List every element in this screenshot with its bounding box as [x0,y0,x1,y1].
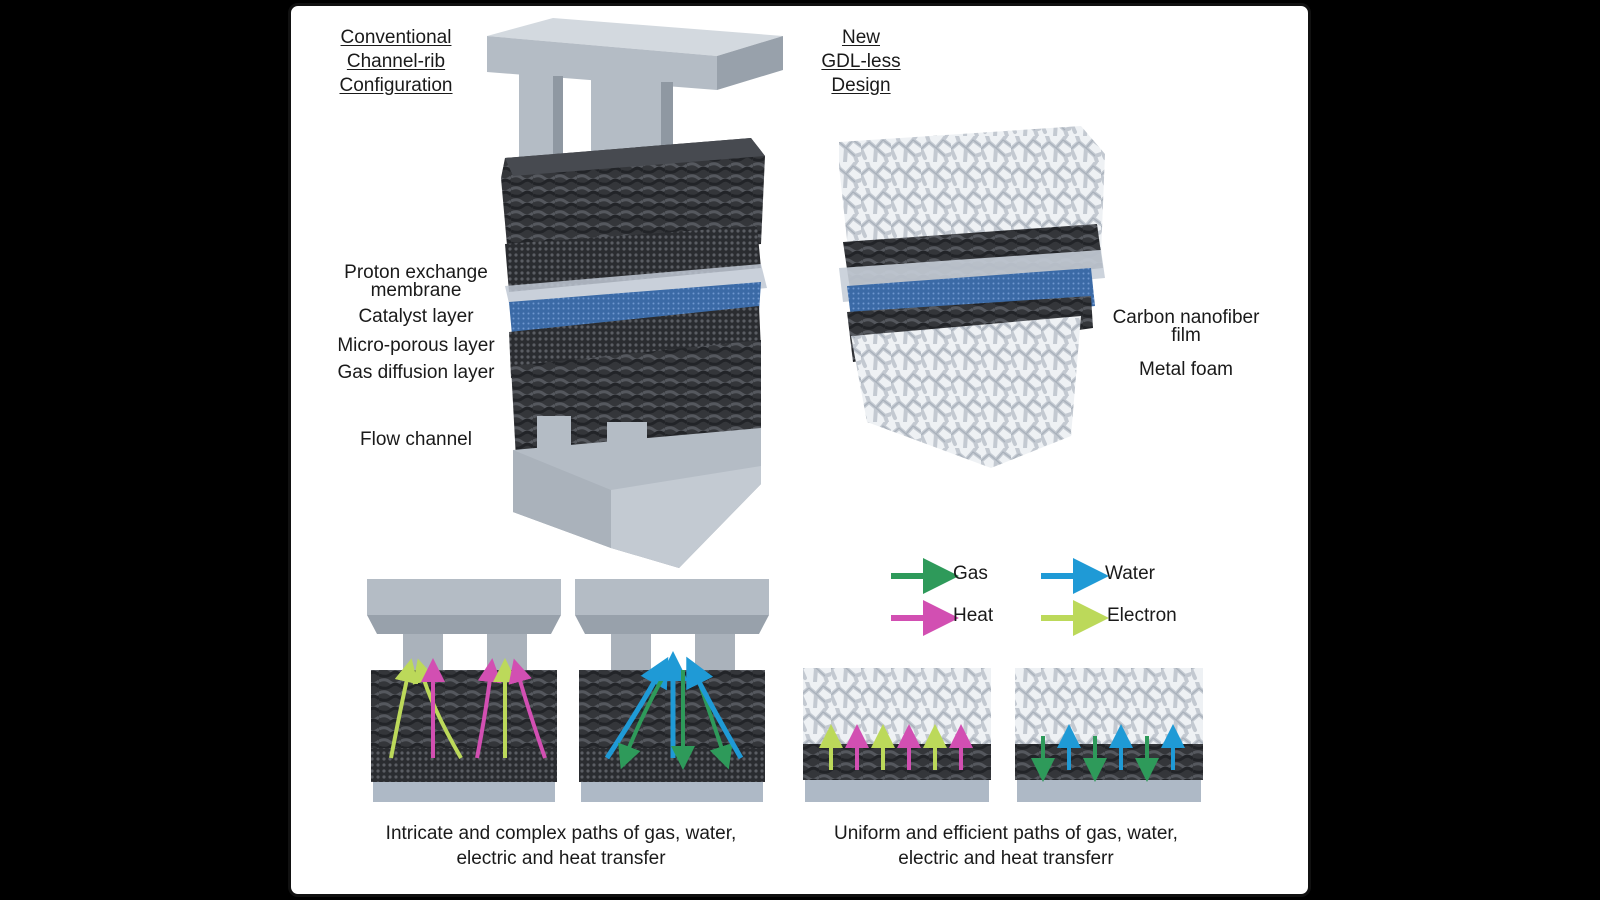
label-gas-diffusion-layer: Gas diffusion layer [337,362,495,383]
label-pem-line-2: membrane [370,280,462,301]
label-flow-channel: Flow channel [360,429,472,450]
legend-electron: Electron [1107,605,1177,626]
right-title-line-2: GDL-less [821,51,901,72]
gdl-less-detail-2 [1015,668,1203,802]
diagram-art [367,18,1203,802]
conventional-stack [487,18,783,568]
label-proton-exchange-membrane: Proton exchange membrane [321,262,511,301]
label-carbon-nanofiber-film: Carbon nanofiber film [1097,307,1275,346]
left-title-line-2: Channel-rib [346,51,446,72]
label-cnf-line-2: film [1171,325,1201,346]
left-title-line-3: Configuration [339,75,453,96]
gdl-less-stack [839,126,1105,468]
caption-left-line-2: electric and heat transfer [456,848,666,869]
label-catalyst-layer: Catalyst layer [358,306,474,327]
caption-right: Uniform and efficient paths of gas, wate… [796,821,1216,871]
gdl-less-detail-1 [803,668,991,802]
legend-heat: Heat [953,605,994,626]
caption-right-line-1: Uniform and efficient paths of gas, wate… [834,823,1178,844]
legend-gas: Gas [953,563,988,584]
right-title-line-1: New [841,27,880,48]
left-title-line-1: Conventional [340,27,452,48]
label-micro-porous-layer: Micro-porous layer [337,335,495,356]
conventional-detail-2 [575,579,769,802]
left-title: Conventional Channel-rib Configuration [321,26,471,98]
legend-arrows [891,558,1109,636]
caption-left: Intricate and complex paths of gas, wate… [351,821,771,871]
right-title-line-3: Design [831,75,891,96]
label-pem-line-1: Proton exchange [344,262,488,283]
conventional-detail-1 [367,579,561,802]
right-title: New GDL-less Design [801,26,921,98]
label-cnf-line-1: Carbon nanofiber [1112,307,1260,328]
caption-right-line-2: electric and heat transferr [898,848,1114,869]
legend-water: Water [1105,563,1155,584]
caption-left-line-1: Intricate and complex paths of gas, wate… [385,823,737,844]
figure-frame: Conventional Channel-rib Configuration N… [288,3,1311,897]
label-metal-foam: Metal foam [1139,359,1233,380]
